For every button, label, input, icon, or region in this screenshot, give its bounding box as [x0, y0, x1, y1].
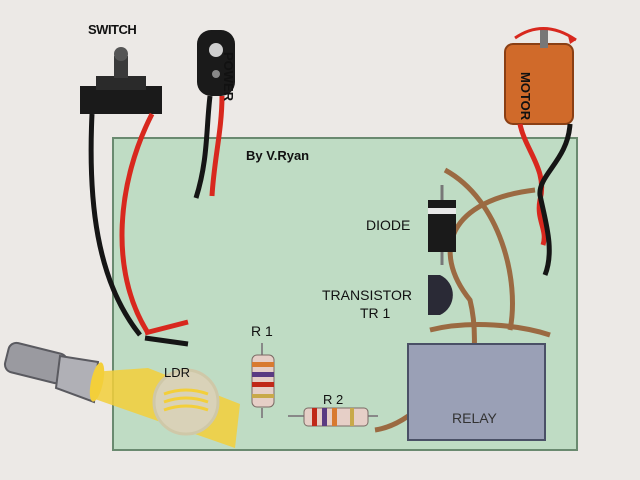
toggle-switch-icon	[80, 47, 162, 114]
power-wire-black	[193, 95, 213, 199]
board-wire-red	[144, 319, 189, 336]
diode-label: DIODE	[366, 217, 411, 233]
transistor-ref-label: TR 1	[360, 305, 391, 321]
resistor-icon	[251, 343, 275, 418]
motor-icon	[504, 27, 577, 125]
battery-connector-icon	[197, 30, 235, 96]
resistor-icon	[288, 407, 378, 427]
switch-wire-red	[119, 112, 155, 335]
power-wire-red	[209, 95, 225, 197]
relay-icon	[407, 343, 546, 441]
ldr-icon	[152, 368, 220, 436]
switch-label: SWITCH	[88, 22, 137, 37]
track-relay-loop	[429, 322, 551, 338]
ldr-label: LDR	[164, 365, 191, 380]
power-label: POWER	[221, 52, 236, 102]
r2-label: R 2	[323, 392, 344, 407]
board-wire-black	[144, 335, 189, 347]
relay-label: RELAY	[452, 410, 497, 426]
transistor-icon	[428, 275, 453, 315]
r1-label: R 1	[251, 323, 273, 339]
motor-label: MOTOR	[518, 72, 533, 121]
motor-wire-black	[537, 123, 573, 276]
author-credit: By V.Ryan	[246, 148, 310, 163]
torch-icon	[3, 341, 105, 404]
track-diode-to-relay	[443, 167, 515, 331]
diode-icon	[428, 185, 456, 265]
switch-wire-black	[88, 113, 142, 337]
transistor-label: TRANSISTOR	[322, 287, 412, 303]
